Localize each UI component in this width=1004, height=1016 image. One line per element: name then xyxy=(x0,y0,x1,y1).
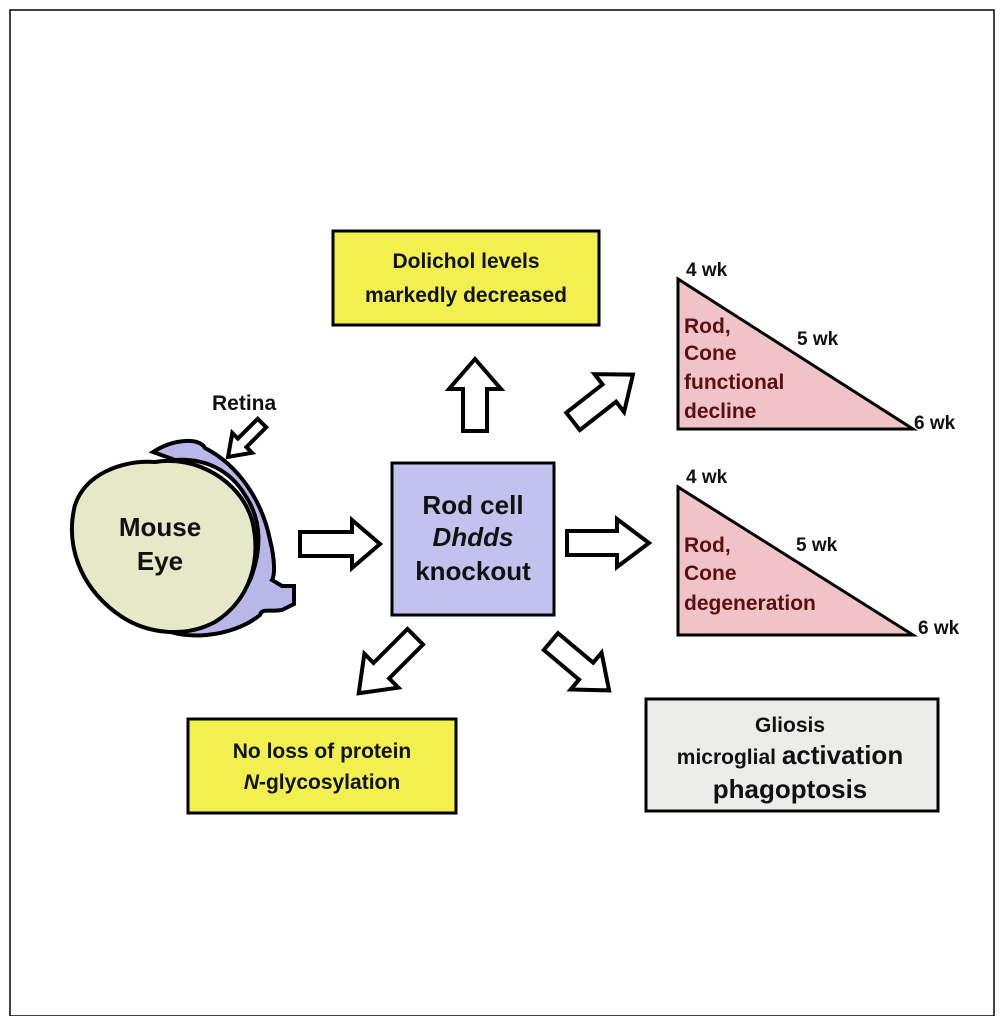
arrow-knockout-to-dolichol xyxy=(444,355,506,433)
retina-pointer-arrow xyxy=(225,415,270,460)
functional-l1: Rod, xyxy=(684,315,731,338)
dolichol-line2: markedly decreased xyxy=(365,284,567,307)
knockout-box: Rod cell Dhdds knockout xyxy=(390,461,556,617)
glycosylation-box: No loss of protein N-glycosylation xyxy=(186,717,458,815)
knockout-line1: Rod cell xyxy=(422,490,523,520)
glycosylation-line2: N-glycosylation xyxy=(244,771,400,794)
glycosylation-line1: No loss of protein xyxy=(233,740,412,763)
retina-band xyxy=(148,439,296,638)
gliosis-box: Gliosis microglial activation phagoptosi… xyxy=(644,697,940,813)
degeneration-l1: Rod, xyxy=(684,534,731,557)
functional-l4: decline xyxy=(684,400,756,423)
gliosis-line2: microglial activation xyxy=(677,740,903,770)
functional-wk-mid: 5 wk xyxy=(797,329,839,350)
arrow-eye-to-knockout xyxy=(298,515,384,573)
functional-l3: functional xyxy=(684,371,784,394)
degeneration-l3: degeneration xyxy=(684,592,816,615)
eye-label-line1: Mouse xyxy=(119,512,201,542)
gliosis-line1: Gliosis xyxy=(755,714,825,737)
gliosis-line3: phagoptosis xyxy=(713,774,868,804)
knockout-line2: Dhdds xyxy=(433,522,514,552)
dolichol-line1: Dolichol levels xyxy=(392,250,539,273)
arrow-knockout-to-gliosis xyxy=(541,630,612,693)
eyeball xyxy=(70,458,258,634)
knockout-line3: knockout xyxy=(415,556,531,586)
dolichol-box: Dolichol levels markedly decreased xyxy=(331,229,601,327)
glycosylation-rest: -glycosylation xyxy=(259,771,400,794)
arrow-knockout-to-functional-decline xyxy=(563,372,636,433)
degeneration-triangle: Rod, Cone degeneration 4 wk 5 wk 6 wk xyxy=(676,467,960,639)
degeneration-wk-end: 6 wk xyxy=(918,618,960,639)
retina-label: Retina xyxy=(212,392,277,415)
functional-wk-start: 4 wk xyxy=(686,260,728,281)
functional-l2: Cone xyxy=(684,342,737,365)
gliosis-line2b: activation xyxy=(782,740,903,770)
degeneration-wk-mid: 5 wk xyxy=(796,535,838,556)
degeneration-l2: Cone xyxy=(684,562,737,585)
degeneration-wk-start: 4 wk xyxy=(686,467,728,488)
functional-decline-triangle: Rod, Cone functional decline 4 wk 5 wk 6… xyxy=(676,260,956,434)
arrow-knockout-to-glycosylation xyxy=(356,626,426,696)
mouse-eye-group: Mouse Eye Retina xyxy=(70,392,296,638)
arrow-knockout-to-degeneration xyxy=(565,515,653,571)
gliosis-line2a: microglial xyxy=(677,746,782,769)
glycosylation-n: N xyxy=(244,771,260,794)
eye-label-line2: Eye xyxy=(137,546,183,576)
functional-wk-end: 6 wk xyxy=(914,413,956,434)
